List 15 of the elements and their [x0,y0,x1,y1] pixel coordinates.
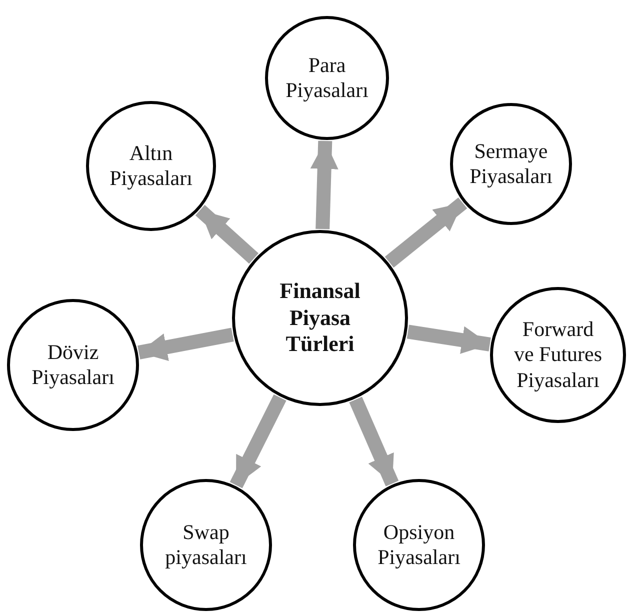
block-arrow [349,396,399,486]
block-arrow [230,394,286,488]
block-arrow [195,204,259,264]
node-label: Döviz Piyasaları [30,340,116,390]
node-label: Opsiyon Piyasaları [376,520,462,570]
block-arrow [384,197,468,268]
block-arrow [310,140,338,230]
node-label: Finansal Piyasa Türleri [278,278,362,358]
node-label: Swap piyasaları [164,520,248,570]
node-label: Forward ve Futures Piyasaları [512,317,604,393]
node-label: Sermaye Piyasaları [468,138,554,190]
block-arrow [138,328,234,361]
block-arrow [406,324,491,354]
node-label: Altın Piyasaları [108,140,194,192]
node-label: Para Piyasaları [284,52,370,104]
